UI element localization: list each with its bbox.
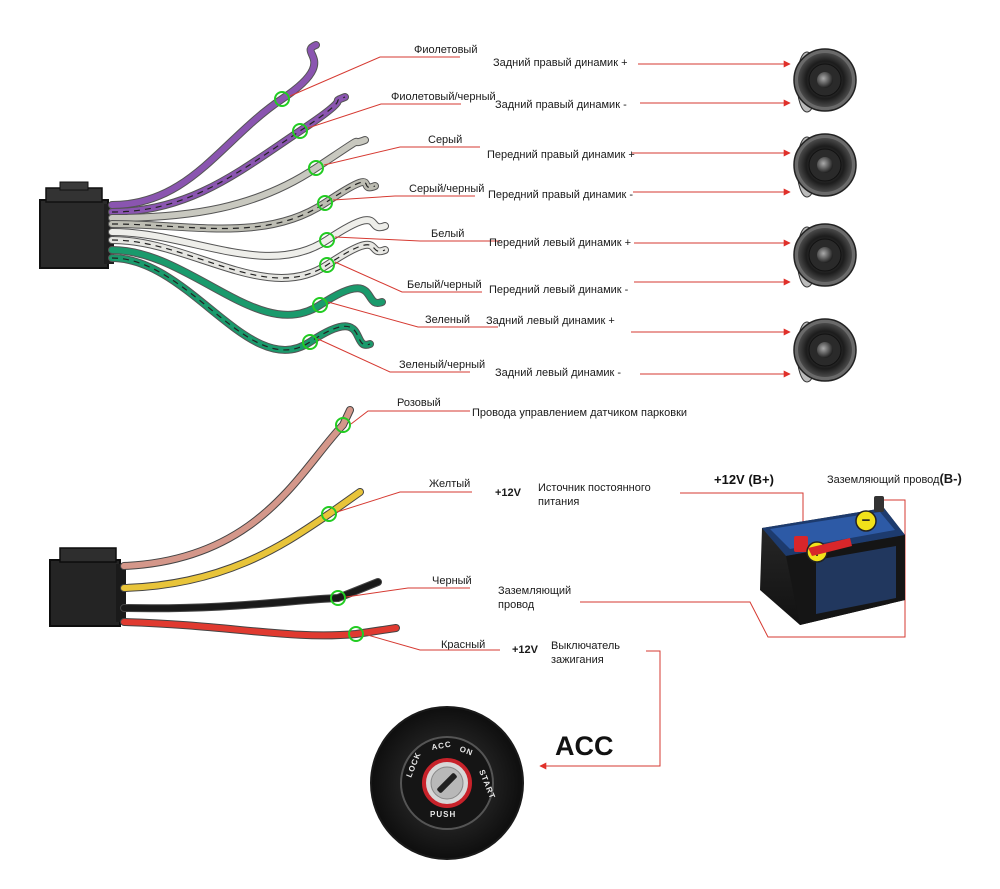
connection-marker — [319, 232, 335, 248]
speaker-wire — [109, 247, 385, 318]
speaker-function-label: Передний правый динамик - — [488, 189, 633, 201]
wire-color-label: Белый — [431, 228, 464, 240]
power-function-label: провод — [498, 599, 535, 611]
power-wire-outline — [120, 488, 364, 592]
voltage-label: +12V — [495, 487, 522, 499]
power-function-label: питания — [538, 496, 579, 508]
connection-marker — [335, 417, 351, 433]
connection-marker — [319, 257, 335, 273]
ignition-arrow — [539, 650, 661, 770]
connection-marker — [292, 123, 308, 139]
power-wire-outline — [120, 406, 354, 570]
leader-line — [327, 301, 498, 328]
power-function-label: Заземляющий — [498, 585, 571, 597]
leader-line — [350, 410, 470, 425]
wire-color-label: Розовый — [397, 397, 441, 409]
speaker-function-label: Передний левый динамик - — [489, 284, 629, 296]
speaker-function-label: Задний правый динамик - — [495, 99, 627, 111]
leader-line — [334, 236, 500, 242]
wire-color-label: Зеленый — [425, 314, 470, 326]
speaker-icon — [793, 48, 857, 113]
speaker-wire — [109, 217, 388, 259]
power-function-label: зажигания — [551, 654, 604, 666]
leader-line — [317, 338, 470, 373]
battery-positive-lead — [680, 492, 804, 530]
connection-marker — [312, 297, 328, 313]
speaker-wire-stripe — [111, 239, 386, 279]
power-wire — [121, 489, 363, 591]
ring-label-acc: ACC — [431, 740, 453, 752]
battery-negative-terminal: − — [855, 496, 884, 532]
power-function-label: Провода управлением датчиком парковки — [472, 407, 687, 419]
connection-marker — [308, 160, 324, 176]
power-function-label: Выключатель — [551, 640, 620, 652]
leader-line — [323, 146, 480, 166]
wire-color-label: Фиолетовый/черный — [391, 91, 496, 103]
speaker-function-label: Передний правый динамик + — [487, 149, 635, 161]
ring-label-push: PUSH — [430, 810, 456, 819]
wire-color-label: Черный — [432, 575, 472, 587]
speaker-function-label: Задний правый динамик + — [493, 57, 628, 69]
battery-ground-lead — [580, 499, 906, 638]
wire-color-label: Желтый — [429, 478, 470, 490]
leader-line — [334, 261, 482, 293]
speakers — [793, 48, 857, 383]
leader-line — [307, 103, 461, 129]
connection-marker — [274, 91, 290, 107]
power-wires — [120, 406, 400, 642]
svg-text:−: − — [862, 512, 871, 529]
speaker-wire-stripe — [111, 96, 346, 213]
battery-positive-terminal: + — [794, 536, 852, 563]
connection-marker — [348, 626, 364, 642]
voltage-label: +12V — [512, 644, 539, 656]
wire-color-label: Зеленый/черный — [399, 359, 485, 371]
leader-line — [289, 56, 460, 97]
battery-icon: + − — [760, 496, 905, 625]
speaker-function-label: Передний левый динамик + — [489, 237, 631, 249]
acc-label: ACC — [555, 731, 614, 761]
battery-ground-label: Заземляющий провод(B-) — [827, 471, 962, 486]
speaker-connector — [39, 181, 114, 269]
speaker-function-label: Задний левый динамик + — [486, 315, 615, 327]
wire-color-label: Красный — [441, 639, 485, 651]
speaker-function-label: Задний левый динамик - — [495, 367, 621, 379]
leader-line — [345, 587, 470, 598]
leader-line — [332, 195, 475, 201]
leader-line — [336, 491, 472, 513]
speaker-wire-outline — [108, 41, 320, 209]
speaker-wire — [109, 94, 348, 215]
power-connector — [49, 547, 126, 627]
connection-marker — [302, 334, 318, 350]
connection-marker — [330, 590, 346, 606]
speaker-wire — [109, 42, 319, 208]
connection-marker — [321, 506, 337, 522]
connection-marker — [317, 195, 333, 211]
wire-color-label: Серый — [428, 134, 462, 146]
speaker-icon — [793, 318, 857, 383]
wire-color-label: Фиолетовый — [414, 44, 477, 56]
power-wire — [121, 579, 381, 612]
power-wire — [121, 619, 399, 639]
speaker-icon — [793, 223, 857, 288]
speaker-wire-stripe — [111, 257, 371, 351]
speaker-icon — [793, 133, 857, 198]
wire-color-label: Белый/черный — [407, 279, 482, 291]
ring-label-on: ON — [458, 744, 474, 757]
speaker-wire-outline — [108, 93, 349, 216]
leader-line — [363, 633, 500, 651]
power-function-label: Источник постоянного — [538, 482, 651, 494]
battery-positive-label: +12V (B+) — [714, 472, 774, 487]
ignition-switch-icon: LOCK ACC ON START PUSH — [370, 706, 524, 860]
speaker-wire-stripe — [111, 181, 376, 230]
wire-color-label: Серый/черный — [409, 183, 484, 195]
power-wire — [121, 407, 353, 569]
speaker-wires — [108, 41, 389, 354]
